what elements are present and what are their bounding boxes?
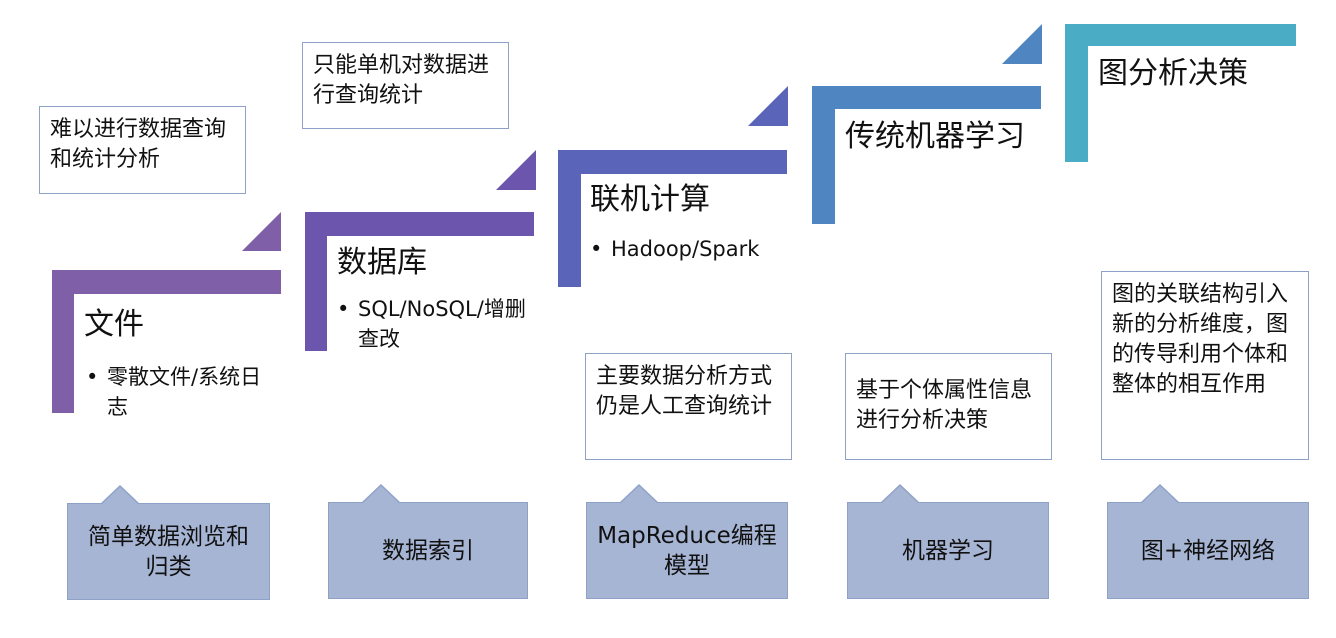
stage-4-vertical-bar [812,86,835,224]
stage-2-horizontal-bar [305,212,534,236]
stage-2-bullet: • SQL/NoSQL/增删查改 [337,294,527,354]
stage-4-horizontal-bar [812,86,1041,109]
callout-pointer-fill [881,486,919,504]
stage-1-title: 文件 [84,307,144,342]
stage-3-bullet-text: Hadoop/Spark [611,237,760,261]
callout-4-text: 机器学习 [902,537,994,564]
stage-2-vertical-bar [305,212,327,351]
callout-pointer-fill [1141,486,1179,504]
stage-3-arrow-tip [748,86,788,126]
callout-5: 图+神经网络 [1107,484,1309,599]
note-3: 主要数据分析方式仍是人工查询统计 [585,353,792,460]
stage-5-horizontal-bar [1065,24,1296,46]
callout-1: 简单数据浏览和归类 [67,485,270,600]
stage-1-bullet: • 零散文件/系统日志 [86,362,276,422]
note-5: 图的关联结构引入新的分析维度，图的传导利用个体和整体的相互作用 [1101,271,1309,460]
note-2: 只能单机对数据进行查询统计 [302,42,509,129]
stage-2-title: 数据库 [337,245,427,280]
bullet-dot: • [337,297,350,321]
callout-pointer-fill [620,486,658,504]
callout-1-text: 简单数据浏览和归类 [88,523,249,580]
callout-2-text: 数据索引 [382,537,474,564]
callout-4: 机器学习 [847,484,1049,599]
note-4: 基于个体属性信息进行分析决策 [845,353,1052,460]
stage-3-bullet: • Hadoop/Spark [590,234,800,264]
callout-pointer-fill [362,486,400,504]
stage-1-arrow-tip [242,212,281,251]
callout-2: 数据索引 [328,484,528,599]
bullet-dot: • [590,237,603,261]
note-1: 难以进行数据查询和统计分析 [39,106,246,194]
callout-5-text: 图+神经网络 [1140,537,1276,564]
stage-3-horizontal-bar [558,150,787,174]
stage-4-title: 传统机器学习 [845,119,1025,154]
bullet-dot: • [86,365,99,389]
stage-5-vertical-bar [1065,24,1088,162]
stage-2-bullet-text: SQL/NoSQL/增删查改 [358,297,526,351]
callout-3-text: MapReduce编程模型 [597,522,777,579]
stage-3-vertical-bar [558,150,581,287]
stage-1-vertical-bar [52,270,74,413]
stage-3-title: 联机计算 [590,182,710,217]
callout-pointer-fill [101,487,139,505]
stage-2-arrow-tip [496,150,536,190]
stage-4-arrow-tip [1002,24,1042,64]
stage-1-bullet-text: 零散文件/系统日志 [107,365,262,419]
callout-3: MapReduce编程模型 [586,484,788,599]
stage-1-horizontal-bar [52,270,281,294]
stage-5-title: 图分析决策 [1098,56,1248,91]
